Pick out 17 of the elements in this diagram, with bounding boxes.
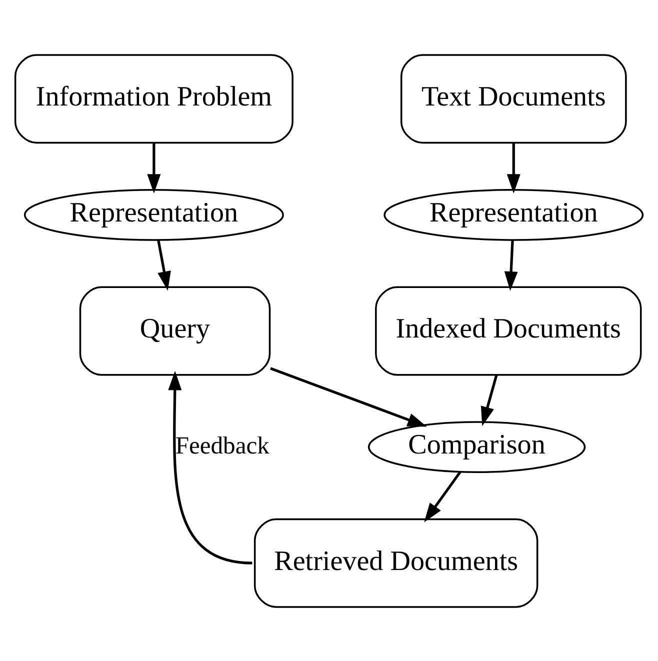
arrow bbox=[480, 374, 498, 426]
node-box: Retrieved Documents bbox=[254, 518, 538, 608]
node-ellipse: Comparison bbox=[368, 420, 586, 473]
node-box: Query bbox=[79, 286, 271, 376]
edge-label: Feedback bbox=[175, 432, 270, 460]
arrow bbox=[504, 239, 518, 290]
arrow bbox=[506, 142, 520, 193]
arrow bbox=[424, 470, 462, 522]
arrow bbox=[270, 366, 427, 426]
arrow bbox=[157, 239, 171, 290]
node-box: Information Problem bbox=[14, 54, 294, 144]
node-box: Text Documents bbox=[400, 54, 627, 144]
arrow bbox=[168, 370, 252, 564]
node-box: Indexed Documents bbox=[375, 286, 642, 376]
node-ellipse: Representation bbox=[24, 188, 284, 240]
node-ellipse: Representation bbox=[384, 188, 644, 240]
arrow bbox=[147, 142, 161, 193]
